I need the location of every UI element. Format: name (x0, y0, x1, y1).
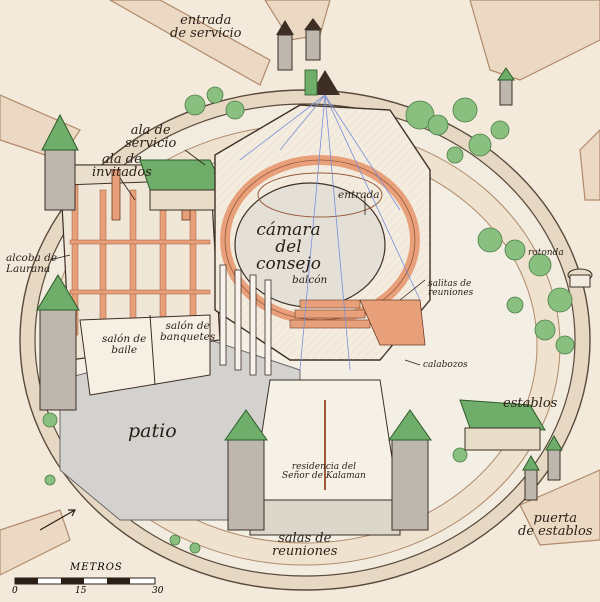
road-north-west (108, 0, 271, 86)
label-calabozos: calabozos (423, 360, 468, 370)
label-entrada: entrada (338, 189, 380, 201)
trees (42, 86, 575, 554)
scale-tick-30: 30 (152, 586, 164, 596)
service-wing (139, 159, 226, 211)
scale-legend: METROS 0 15 30 (10, 562, 170, 600)
apex-tower (304, 69, 340, 96)
scale-tick-0: 0 (12, 586, 18, 596)
stables-building (459, 399, 546, 451)
rotunda (567, 268, 593, 288)
scale-title: METROS (70, 562, 123, 573)
road-east (579, 129, 600, 201)
road-north-east (469, 0, 600, 81)
leader-lines (49, 149, 426, 366)
road-south-east (519, 469, 600, 546)
label-balcon: balcón (292, 274, 328, 286)
north-arrow (39, 509, 76, 531)
label-rotonda: rotonda (528, 248, 564, 258)
scale-bar (14, 577, 156, 585)
towers (36, 18, 563, 531)
road-south-west (0, 509, 71, 576)
scale-tick-15: 15 (75, 586, 87, 596)
front-gatehouse (249, 379, 401, 536)
council-building (214, 104, 431, 376)
label-establos: establos (503, 396, 558, 411)
label-patio: patio (128, 420, 177, 442)
